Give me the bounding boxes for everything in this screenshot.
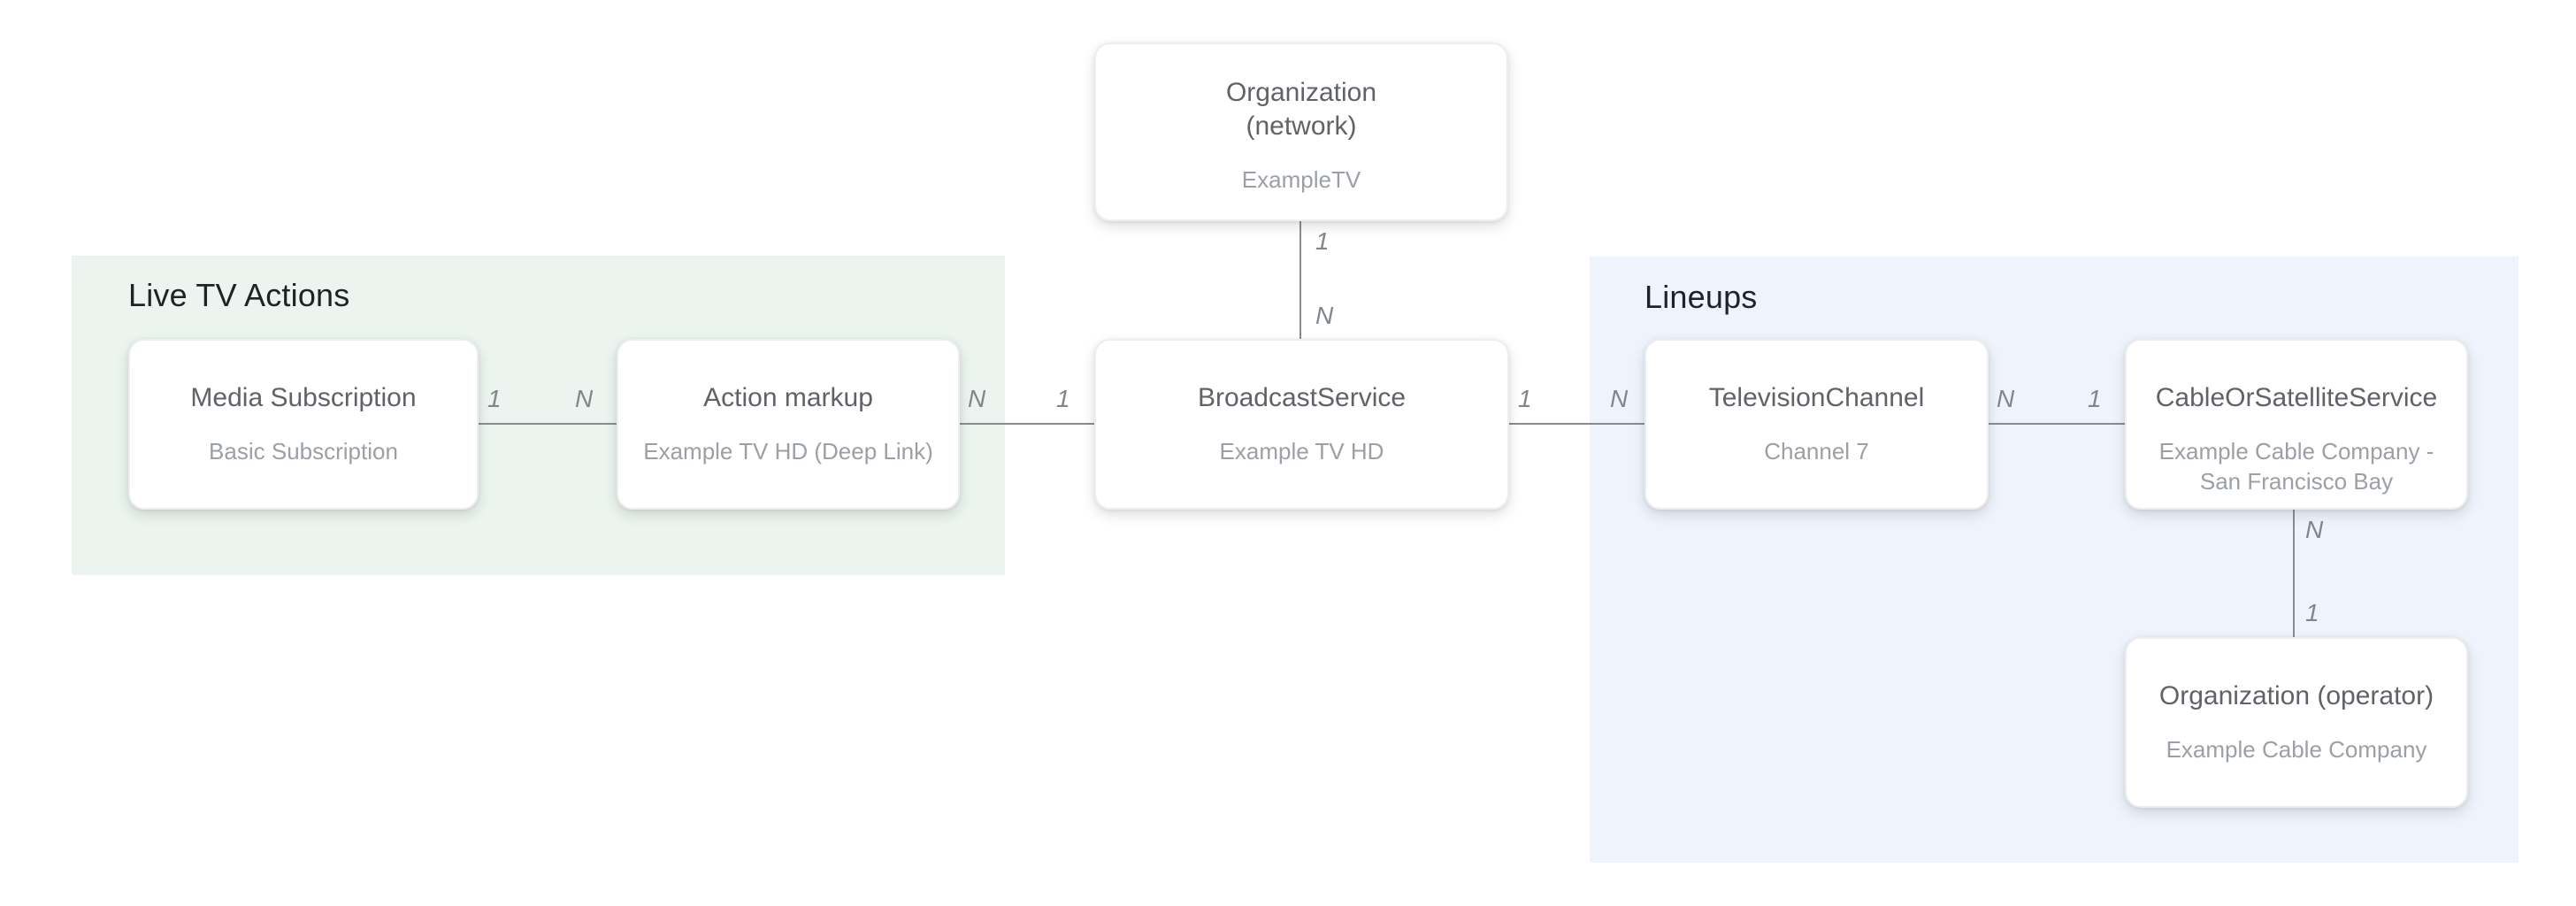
node-title: CableOrSatelliteService	[2155, 383, 2438, 412]
edge-network-to-broadcastservice	[1300, 221, 1301, 339]
node-subtitle: Example Cable Company - San Francisco Ba…	[2158, 438, 2434, 495]
cardinality-label: N	[1610, 385, 1629, 412]
edge-cableorsatelliteservice-to-operator	[2293, 510, 2295, 637]
cardinality-label: 1	[1315, 227, 1330, 255]
node-title: Media Subscription	[190, 383, 417, 412]
node-subtitle: ExampleTV	[1241, 166, 1361, 193]
cardinality-label: N	[1315, 302, 1334, 329]
node-title: Organization (network)	[1225, 78, 1377, 141]
cardinality-label: N	[2305, 516, 2324, 543]
cardinality-label: N	[1997, 385, 2015, 412]
node-organization-operator: Organization (operator) Example Cable Co…	[2125, 637, 2468, 808]
node-subtitle: Example Cable Company	[2166, 736, 2427, 763]
edge-mediasubscription-to-actionmarkup	[479, 423, 617, 425]
node-subtitle: Example TV HD	[1219, 438, 1384, 465]
node-title: TelevisionChannel	[1708, 383, 1925, 412]
node-subtitle: Basic Subscription	[209, 438, 398, 465]
group-title-live-tv-actions: Live TV Actions	[128, 277, 350, 313]
node-organization-network: Organization (network) ExampleTV	[1094, 42, 1508, 221]
node-action-markup: Action markup Example TV HD (Deep Link)	[617, 339, 960, 510]
cardinality-label: 1	[487, 385, 502, 412]
node-title: BroadcastService	[1197, 383, 1407, 412]
node-media-subscription: Media Subscription Basic Subscription	[128, 339, 479, 510]
node-title: Action markup	[703, 383, 873, 412]
node-television-channel: TelevisionChannel Channel 7	[1644, 339, 1989, 510]
cardinality-label: 1	[2088, 385, 2102, 412]
cardinality-label: 1	[1518, 385, 1532, 412]
edge-televisionchannel-to-cableorsatelliteservice	[1989, 423, 2125, 425]
cardinality-label: 1	[1056, 385, 1070, 412]
node-subtitle: Example TV HD (Deep Link)	[643, 438, 933, 465]
group-title-lineups: Lineups	[1644, 279, 1758, 315]
node-title: Organization (operator)	[2158, 681, 2434, 710]
edge-broadcastservice-to-televisionchannel	[1509, 423, 1644, 425]
cardinality-label: N	[575, 385, 594, 412]
node-broadcast-service: BroadcastService Example TV HD	[1094, 339, 1509, 510]
node-cable-or-satellite-service: CableOrSatelliteService Example Cable Co…	[2125, 339, 2468, 510]
edge-actionmarkup-to-broadcastservice	[960, 423, 1094, 425]
cardinality-label: 1	[2305, 599, 2319, 626]
cardinality-label: N	[968, 385, 986, 412]
node-subtitle: Channel 7	[1764, 438, 1869, 465]
